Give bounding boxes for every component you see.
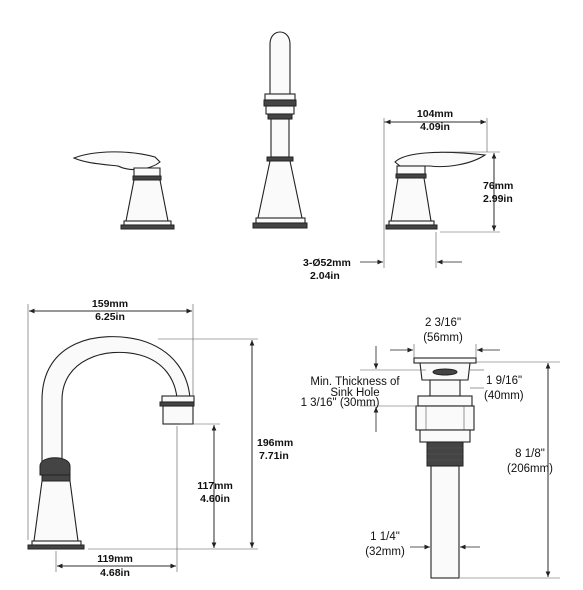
top-dimensions: [360, 118, 500, 268]
top-width-in: 4.09in: [420, 121, 450, 133]
spout-front-view: [252, 31, 308, 229]
left-handle: [72, 151, 175, 230]
drain-length-in: 8 1/8": [515, 448, 545, 460]
spout-height-mm: 196mm: [257, 437, 293, 449]
right-handle: [385, 151, 487, 230]
outlet-height-mm: 117mm: [197, 480, 233, 492]
reach-in: 6.25in: [95, 311, 125, 323]
hole-diameter-mm: 3-Ø52mm: [303, 257, 351, 269]
tailpiece-width-mm: (32mm): [365, 546, 405, 558]
drain-length-mm: (206mm): [507, 463, 553, 475]
flange-width-mm: (56mm): [423, 332, 463, 344]
spout-height-in: 7.71in: [259, 450, 289, 462]
drain-assembly: [413, 357, 477, 579]
top-height-mm: 76mm: [483, 180, 513, 192]
top-height-in: 2.99in: [483, 193, 513, 205]
body-width-mm: (40mm): [484, 390, 524, 402]
tailpiece-width-in: 1 1/4": [370, 531, 400, 543]
top-width-mm: 104mm: [417, 108, 453, 120]
drain-dimensions: [360, 344, 560, 579]
hole-diameter-in: 2.04in: [310, 270, 340, 282]
reach-mm: 159mm: [92, 298, 128, 310]
body-width-in: 1 9/16": [486, 375, 522, 387]
spout-side-view: [27, 336, 195, 550]
base-to-outlet-mm: 119mm: [97, 553, 133, 565]
spout-dimensions: [27, 304, 258, 572]
thickness-label-line2: Sink Hole: [330, 387, 379, 399]
base-to-outlet-in: 4.68in: [100, 567, 130, 579]
thickness-label-line3: 1 3/16" (30mm): [301, 397, 380, 409]
thickness-label-line1: Min. Thickness of: [310, 376, 400, 388]
flange-width-in: 2 3/16": [425, 317, 461, 329]
outlet-height-in: 4.60in: [200, 493, 230, 505]
